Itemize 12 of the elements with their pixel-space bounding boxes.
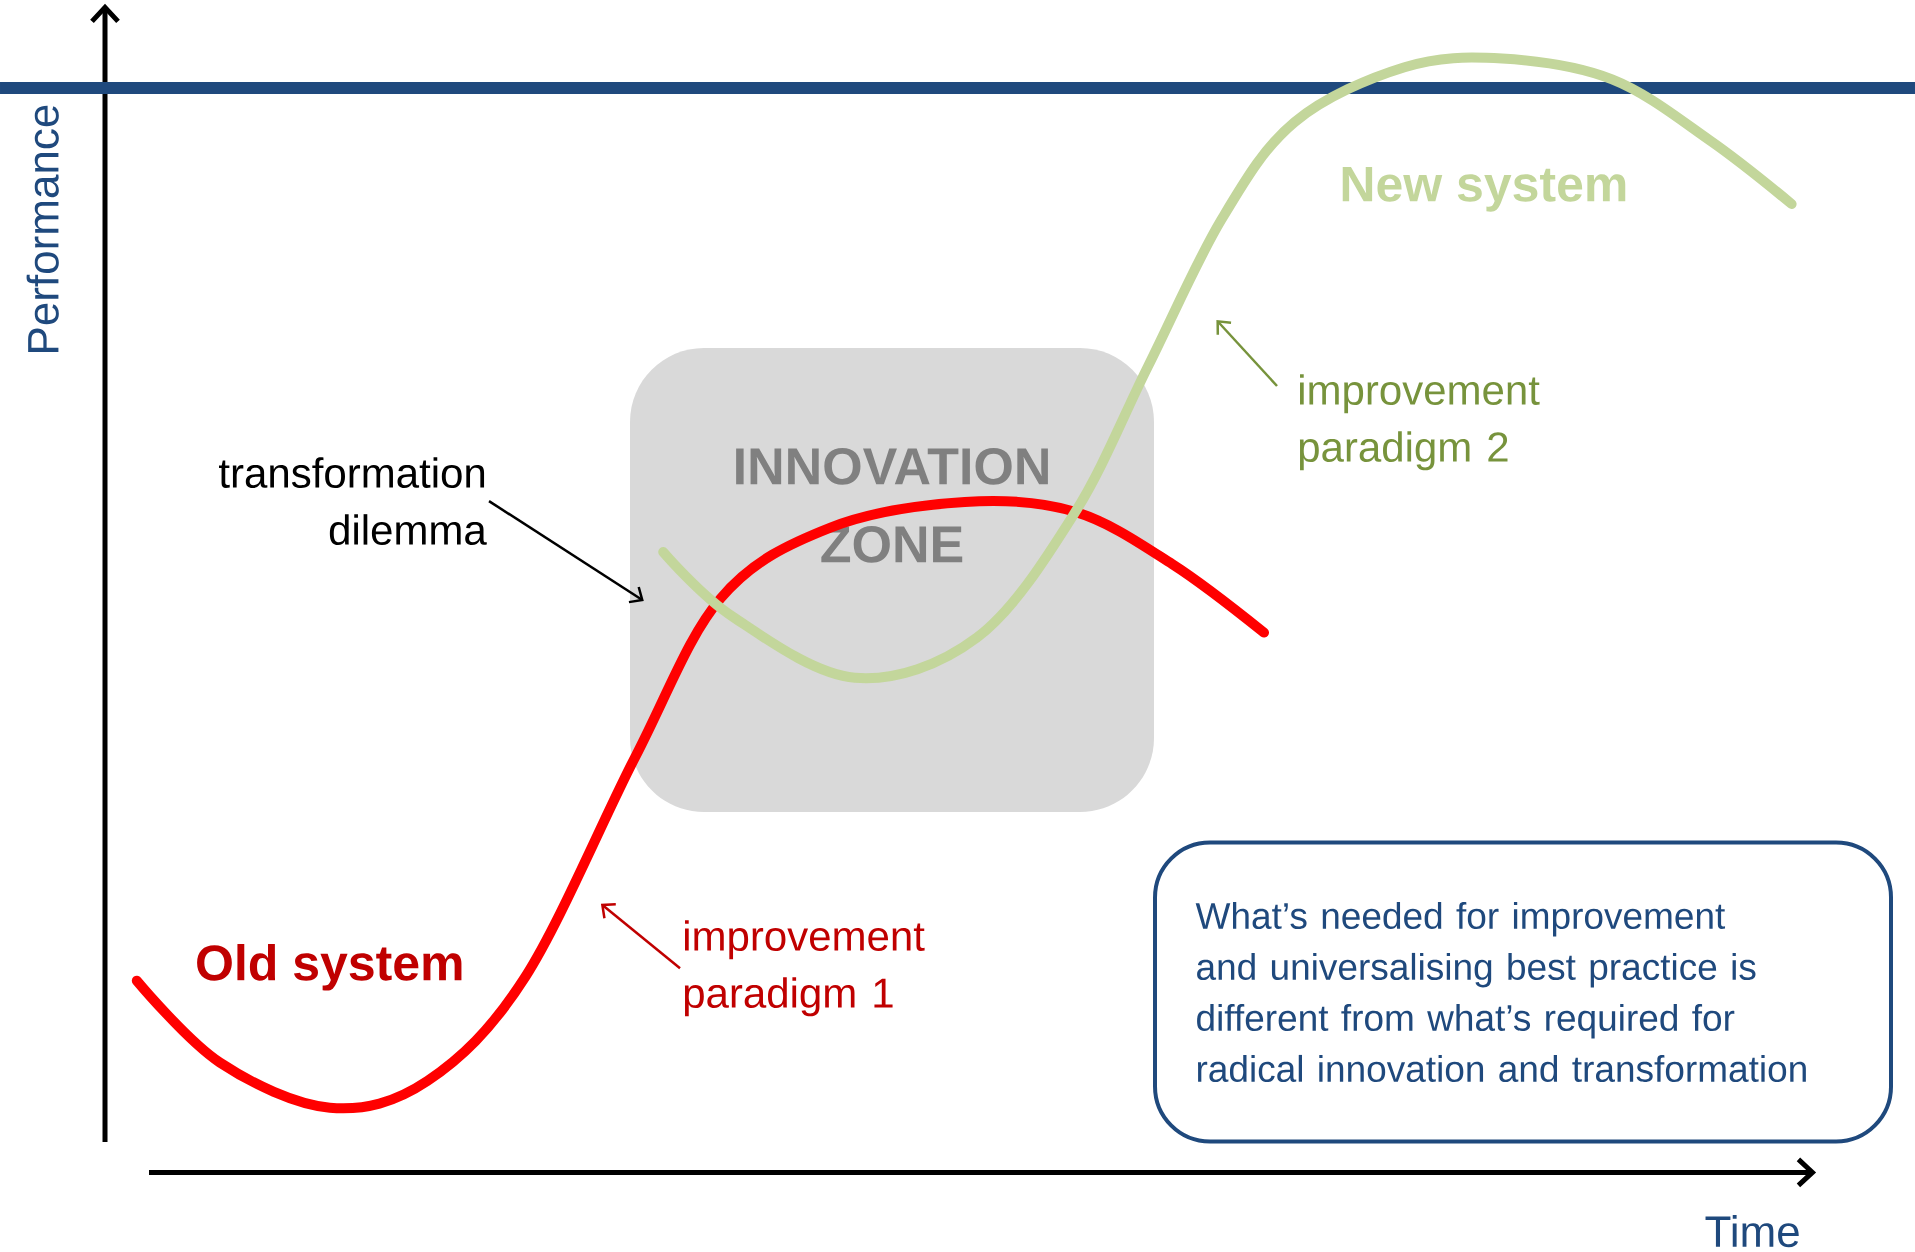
leader-arrow — [488, 500, 644, 604]
curve-label: New system — [1342, 166, 1626, 212]
leader-arrow — [600, 903, 681, 970]
annotation-text: improvement paradigm 1 — [684, 920, 925, 1017]
annotation-text: transformation dilemma — [219, 457, 487, 545]
innovation-zone-box: INNOVATION ZONE — [630, 348, 1154, 812]
info-box: What’s needed for improvement and universalising best practice is different from what’s required for radical innovation and transformation — [1153, 840, 1893, 1144]
curve-label: Old system — [197, 944, 462, 991]
annotation-text: improvement paradigm 2 — [1299, 374, 1540, 471]
axis-label: Performance — [26, 105, 59, 352]
leader-arrow — [1216, 320, 1278, 387]
axis-label: Time — [1705, 1214, 1799, 1248]
